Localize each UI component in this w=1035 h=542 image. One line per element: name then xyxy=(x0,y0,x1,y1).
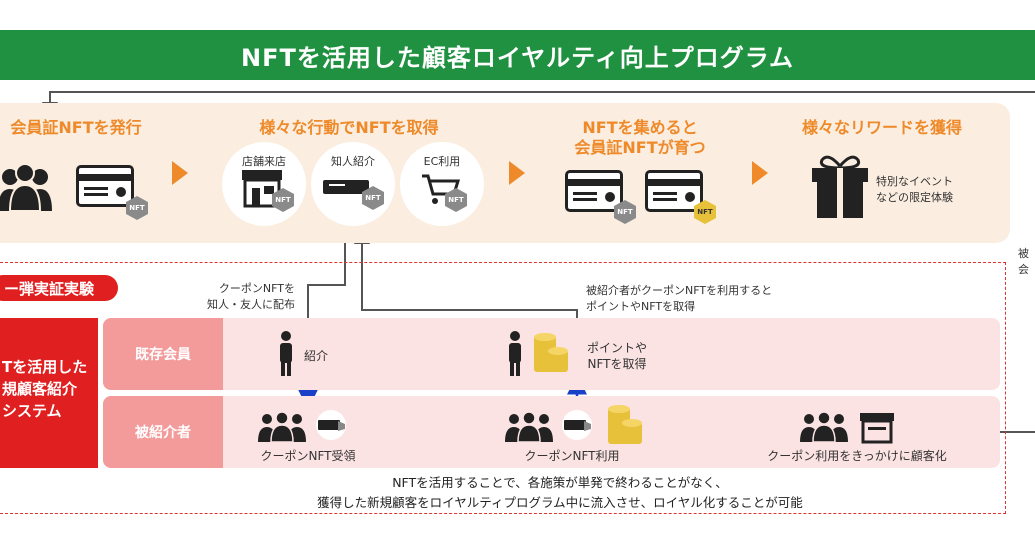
row-referee-band xyxy=(103,396,1000,468)
referee-group-icon xyxy=(258,412,306,442)
nft-badge-icon: NFT xyxy=(445,188,467,212)
nft-gold-badge-icon: NFT xyxy=(694,200,716,224)
row-referee-label: 被紹介者 xyxy=(103,396,223,468)
program-title-banner: NFTを活用した顧客ロイヤルティ向上プログラム xyxy=(0,30,1035,80)
reward-return-arrow xyxy=(354,228,578,330)
nft-badge-icon: NFT xyxy=(272,188,294,212)
pilot-border-top xyxy=(0,262,1006,263)
system-line1: Tを活用した xyxy=(2,358,88,376)
step-grow-title-line1: NFTを集めると xyxy=(582,118,698,137)
step-reward-title: 様々なリワードを獲得 xyxy=(801,118,962,137)
store-icon-small xyxy=(860,413,894,444)
get-points-line2: NFTを取得 xyxy=(587,357,647,371)
member-card-icon xyxy=(565,170,623,212)
summary-text: NFTを活用することで、各施策が単発で終わることがなく、 獲得した新規顧客をロイ… xyxy=(260,473,860,513)
use-label: クーポンNFT利用 xyxy=(524,449,620,463)
store-visit-circle xyxy=(222,142,306,226)
reward-desc-line2: などの限定体験 xyxy=(876,191,953,204)
step-arrow-3 xyxy=(752,161,768,185)
distribute-arrow xyxy=(300,232,346,338)
member-card-icon xyxy=(76,165,134,207)
right-cut-line2: 会 xyxy=(1018,263,1029,276)
referee-use-line2: ポイントやNFTを取得 xyxy=(586,300,696,313)
ec-circle xyxy=(400,142,484,226)
system-label-box: Tを活用した 規顧客紹介 システム xyxy=(0,318,98,468)
receive-label: クーポンNFT受領 xyxy=(260,449,356,463)
system-line3: システム xyxy=(2,402,62,420)
existing-member-person-icon xyxy=(280,331,292,376)
coins-stack-icon-2 xyxy=(608,405,642,444)
gift-box-icon xyxy=(812,155,868,218)
coins-stack-icon xyxy=(534,333,568,372)
step-arrow-2 xyxy=(509,161,525,185)
store-visit-label: 店舗来店 xyxy=(242,155,286,168)
step-issue-title: 会員証NFTを発行 xyxy=(10,118,142,137)
introduce-label: 紹介 xyxy=(304,349,329,363)
referral-label: 知人紹介 xyxy=(331,155,375,168)
member-card-icon xyxy=(645,170,703,212)
get-points-line1: ポイントや xyxy=(586,341,647,355)
step-arrow-1 xyxy=(172,161,188,185)
step-grow-title-line2: 会員証NFTが育つ xyxy=(574,138,706,157)
referee-group-icon-2 xyxy=(505,412,553,442)
get-points-label: ポイントや NFTを取得 xyxy=(584,340,650,372)
coupon-ticket-icon xyxy=(318,420,345,431)
distribute-caption-line2: 知人・友人に配布 xyxy=(207,298,295,311)
row-existing-label: 既存会員 xyxy=(103,318,223,390)
program-title: NFTを活用した顧客ロイヤルティ向上プログラム xyxy=(241,43,794,72)
nft-badge-icon: NFT xyxy=(614,200,636,224)
step-acquire-title: 様々な行動でNFTを取得 xyxy=(259,118,439,137)
nft-badge-icon: NFT xyxy=(362,186,384,210)
right-cut-line1: 被 xyxy=(1018,247,1029,260)
referee-use-line1: 被紹介者がクーポンNFTを利用すると xyxy=(586,284,773,297)
nft-badge-icon: NFT xyxy=(126,196,148,220)
distribute-caption-line1: クーポンNFTを xyxy=(218,282,295,295)
pilot-badge: ー弾実証実験 xyxy=(0,275,118,301)
summary-line1: NFTを活用することで、各施策が単発で終わることがなく、 xyxy=(392,475,728,490)
coupon-ticket-icon xyxy=(564,420,591,431)
reward-desc-line1: 特別なイベント xyxy=(876,175,953,188)
converted-group-icon xyxy=(800,412,848,442)
pilot-border-right xyxy=(1005,262,1006,514)
existing-member-person-icon-2 xyxy=(509,331,521,376)
system-line2: 規顧客紹介 xyxy=(2,380,78,398)
referee-use-caption: 被紹介者がクーポンNFTを利用すると ポイントやNFTを取得 xyxy=(586,283,772,315)
convert-label: クーポン利用をきっかけに顧客化 xyxy=(767,449,947,463)
right-cut-text: 被 会 xyxy=(1018,246,1029,278)
coupon-ticket-icon xyxy=(323,180,369,194)
distribute-caption: クーポンNFTを 知人・友人に配布 xyxy=(193,281,295,313)
ec-label: EC利用 xyxy=(423,155,461,168)
pilot-border-bottom xyxy=(0,513,1006,514)
step-grow-title: NFTを集めると 会員証NFTが育つ xyxy=(545,118,735,158)
summary-line2: 獲得した新規顧客をロイヤルティプログラム中に流入させ、ロイヤル化することが可能 xyxy=(317,495,803,510)
reward-description: 特別なイベント などの限定体験 xyxy=(876,174,953,206)
members-group-icon xyxy=(0,163,52,212)
